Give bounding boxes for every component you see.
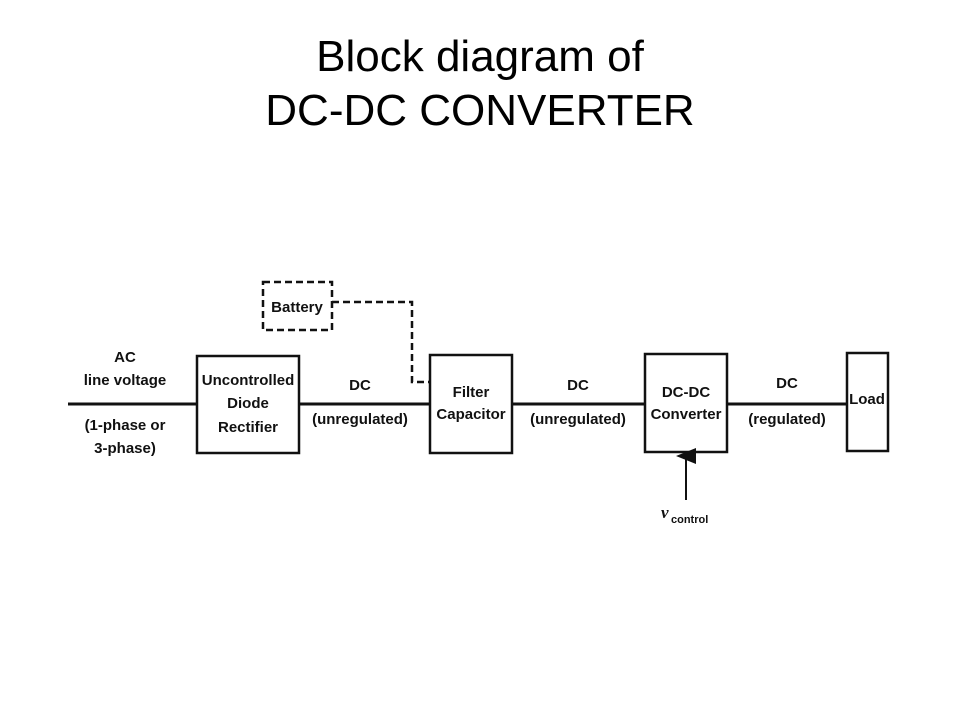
title-line-2: DC-DC CONVERTER [265, 86, 695, 135]
rectifier-label-2: Diode [227, 395, 269, 412]
control-subscript: control [671, 514, 708, 526]
input-label-phase: (1-phase or [85, 417, 166, 434]
filter-label-2: Capacitor [436, 406, 505, 423]
converter-label-2: Converter [651, 406, 722, 423]
slide-title: Block diagram of DC-DC CONVERTER [0, 30, 960, 138]
link1-dc-label: DC [349, 377, 371, 394]
load-label: Load [849, 391, 885, 408]
input-label-three-phase: 3-phase) [94, 440, 156, 457]
battery-label: Battery [271, 299, 323, 316]
link2-unregulated-label: (unregulated) [530, 411, 626, 428]
link1-unregulated-label: (unregulated) [312, 411, 408, 428]
link3-regulated-label: (regulated) [748, 411, 826, 428]
rectifier-label-1: Uncontrolled [202, 372, 295, 389]
title-line-1: Block diagram of [316, 32, 644, 81]
converter-label-1: DC-DC [662, 384, 710, 401]
filter-capacitor-box [428, 353, 514, 455]
load-box [845, 351, 890, 453]
battery-dashed-connection [332, 300, 430, 384]
dc-dc-converter-box [643, 352, 729, 454]
rectifier-label-3: Rectifier [218, 419, 278, 436]
input-label-line-voltage: line voltage [84, 372, 167, 389]
rectifier-box [195, 354, 301, 455]
filter-label-1: Filter [453, 384, 490, 401]
input-label-ac: AC [114, 349, 136, 366]
battery-box [261, 280, 334, 332]
link3-dc-label: DC [776, 375, 798, 392]
control-symbol: v [661, 503, 669, 522]
link2-dc-label: DC [567, 377, 589, 394]
